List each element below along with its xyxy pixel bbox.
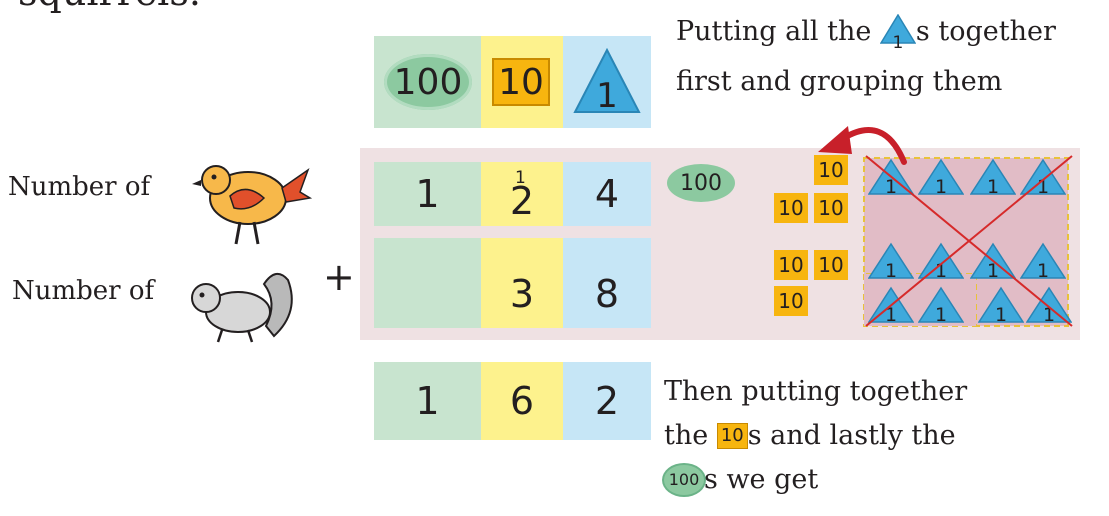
ten-tile: 10 [774,193,808,223]
ones-header-triangle-icon [573,48,641,113]
one-triangle-label: 1 [994,304,1008,326]
one-triangle: 1 [1019,242,1067,284]
ten-tile: 10 [814,250,848,280]
one-triangle-label: 1 [884,260,898,282]
squirrels-ones-cell: 8 [563,238,651,328]
squirrel-icon [191,273,293,343]
caption-top-text1: Putting all the [676,16,872,47]
ten-tile: 10 [814,193,848,223]
caption-bottom-text3: s we get [704,464,819,495]
result-tens-cell: 6 [481,362,563,440]
ones-header-cell: 1 [563,36,651,128]
result-tens-digit: 6 [509,379,535,423]
caption-hundred-disc-icon: 100 [664,465,704,495]
one-triangle-label: 1 [884,176,898,198]
ten-tile: 10 [814,155,848,185]
squirrels-ones-digit: 8 [594,272,620,316]
caption-bottom-text2: s and lastly the [747,420,956,451]
caption-bottom-line1: Then putting together [664,376,968,407]
carry-digit: 1 [515,168,526,188]
one-triangle-label: 1 [884,304,898,326]
one-triangle: 1 [969,158,1017,200]
plus-sign: + [323,255,355,299]
one-triangle-label: 1 [934,176,948,198]
caption-bottom-text-the: the [664,420,709,451]
one-triangle: 1 [977,286,1025,328]
header-text: squirrels. [18,0,201,14]
one-triangle-label: 1 [934,304,948,326]
birds-row-label: Number of [8,172,151,202]
grouping-cross-and-arrow [818,126,1073,327]
result-ones-digit: 2 [594,379,620,423]
caption-hundred-label: 100 [668,470,700,489]
tens-header-tile: 10 [492,58,550,106]
squirrels-tens-cell: 3 [481,238,563,328]
hundreds-header-disc: 100 [384,54,472,110]
ten-tile-label: 10 [778,289,804,313]
caption-one-label: 1 [892,33,904,53]
result-ones-cell: 2 [563,362,651,440]
ten-tile-label: 10 [778,196,804,220]
result-hundreds-digit: 1 [415,379,440,423]
caption-top-text2: s together [915,16,1056,47]
birds-ones-digit: 4 [594,172,620,216]
birds-hundreds-cell: 1 [374,162,481,226]
one-triangle: 1 [867,242,915,284]
one-triangle-label: 1 [986,176,1000,198]
birds-tens-cell: 2 [481,162,563,226]
tens-header-cell: 10 [481,36,563,128]
ten-tile-label: 10 [818,196,844,220]
caption-top-line1: Putting all the 1 s together [676,10,1056,54]
one-triangle-label: 1 [1036,260,1050,282]
ten-tile: 10 [774,250,808,280]
caption-ten-tile-icon: 10 [716,423,748,449]
hundreds-header-label: 100 [393,61,463,103]
ten-tile-label: 10 [818,158,844,182]
ten-tile: 10 [774,286,808,316]
birds-tens-digit: 2 [509,179,535,223]
squirrels-row-label: Number of [12,276,155,306]
one-triangle-label: 1 [986,260,1000,282]
ones-header-label: 1 [596,76,618,116]
bird-icon [192,165,313,245]
one-triangle: 1 [917,158,965,200]
ten-tile-label: 10 [778,253,804,277]
birds-hundreds-digit: 1 [415,172,440,216]
caption-ten-label: 10 [720,425,744,446]
squirrels-hundreds-cell [374,238,481,328]
grouping-hundred-disc: 100 [667,164,735,202]
grouping-hundred-label: 100 [680,170,722,196]
tens-header-label: 10 [498,61,544,103]
result-hundreds-cell: 1 [374,362,481,440]
caption-top-line2: first and grouping them [676,66,1003,97]
ten-tile-label: 10 [818,253,844,277]
one-triangle: 1 [917,286,965,328]
squirrels-tens-digit: 3 [509,272,535,316]
caption-one-triangle-icon: 1 [879,14,916,53]
hundreds-header-cell: 100 [374,36,481,128]
birds-ones-cell: 4 [563,162,651,226]
